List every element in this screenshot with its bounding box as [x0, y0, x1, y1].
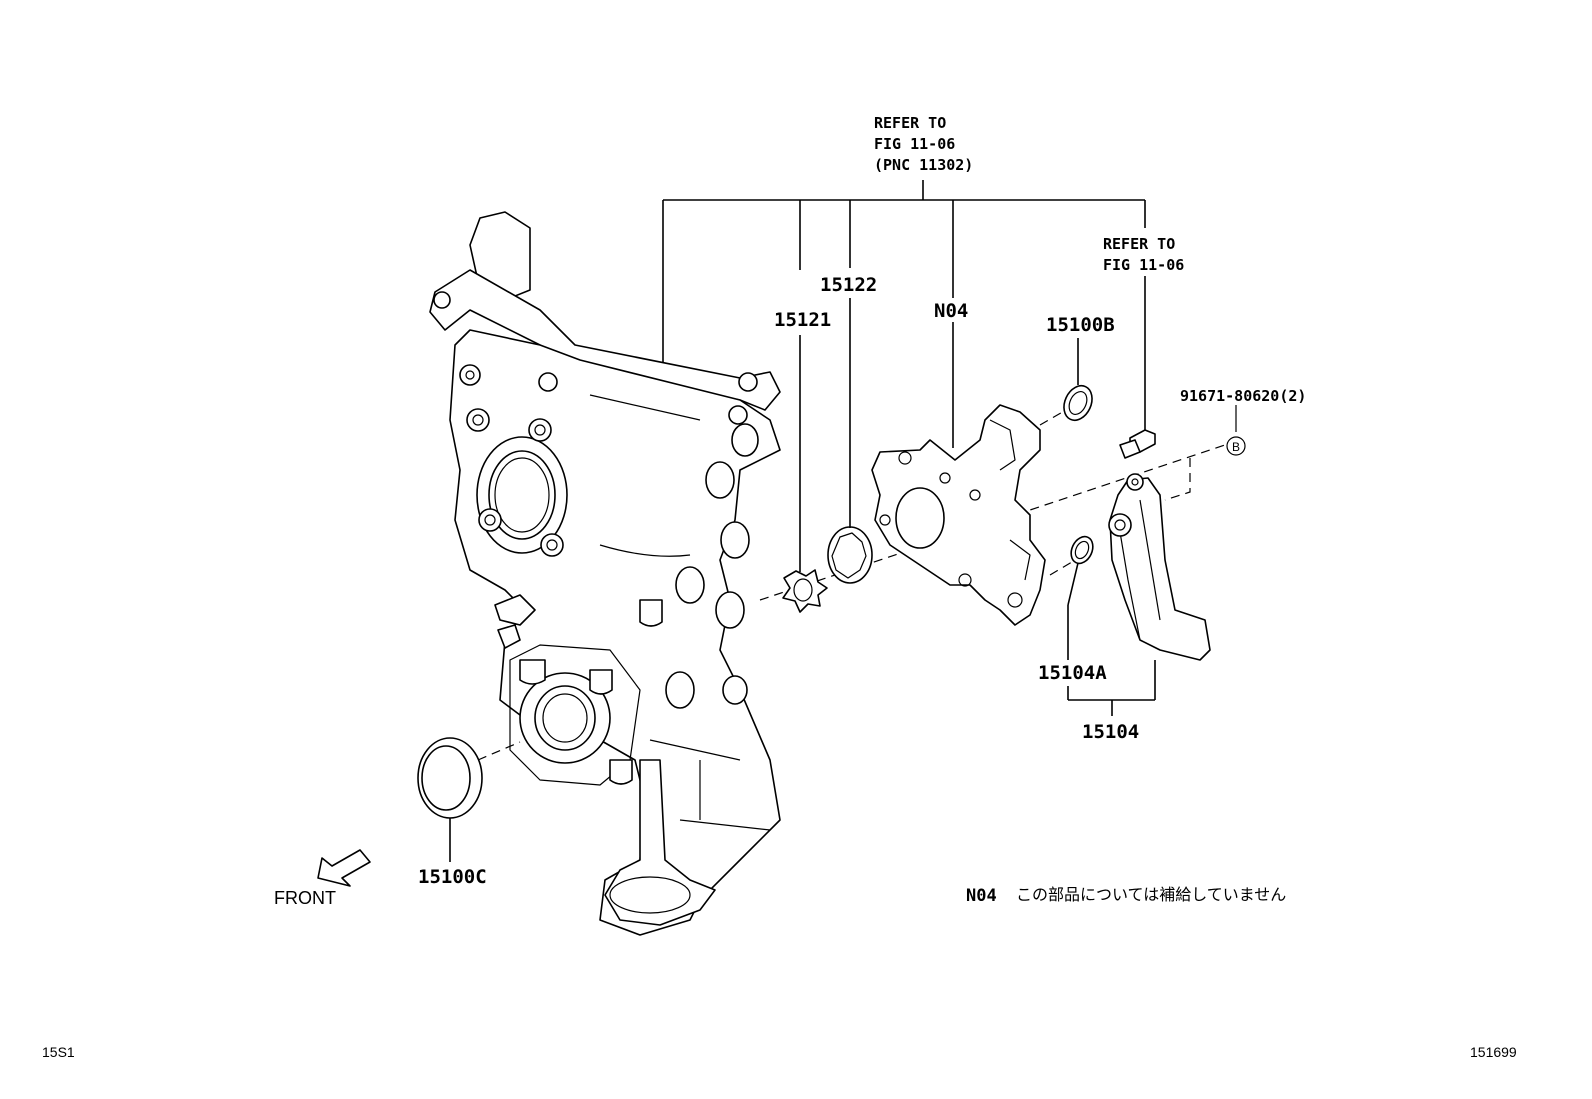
footer-left-code: 15S1 — [42, 1044, 75, 1060]
part-label-15104a: 15104A — [1038, 662, 1107, 684]
part-label-15122: 15122 — [820, 274, 877, 296]
front-oil-seal — [417, 737, 483, 819]
part-label-n04: N04 — [934, 300, 968, 322]
callout-b-circle — [1226, 436, 1246, 456]
part-label-15104: 15104 — [1082, 721, 1139, 743]
oil-pump-cover — [871, 404, 1046, 626]
refer-main-line-3: (PNC 11302) — [874, 156, 973, 174]
oil-pump-inner-rotor — [782, 569, 828, 613]
o-ring-15100b — [1063, 384, 1093, 422]
footer-right-code: 151699 — [1470, 1044, 1517, 1060]
part-label-15100c: 15100C — [418, 866, 487, 888]
refer-small-line-1: REFER TO — [1103, 235, 1175, 253]
front-label: FRONT — [274, 888, 336, 908]
refer-small-line-2: FIG 11-06 — [1103, 256, 1184, 274]
part-label-15121: 15121 — [774, 309, 831, 331]
refer-main-line-2: FIG 11-06 — [874, 135, 955, 153]
part-label-15100b: 15100B — [1046, 314, 1115, 336]
part-label-91671: 91671-80620(2) — [1180, 387, 1306, 405]
chain-tensioner — [1108, 473, 1211, 661]
bolt-91671 — [1119, 429, 1156, 459]
refer-main-line-1: REFER TO — [874, 114, 946, 132]
timing-cover-housing — [429, 211, 781, 936]
note-code: N04 — [966, 886, 997, 906]
leader-lines — [449, 180, 1237, 862]
callout-b-label: B — [1232, 440, 1240, 454]
front-direction-arrow — [317, 849, 371, 887]
note-text: この部品については補給していません — [1016, 886, 1286, 904]
oil-pump-outer-rotor — [827, 526, 873, 584]
o-ring-15104a — [1070, 535, 1094, 565]
